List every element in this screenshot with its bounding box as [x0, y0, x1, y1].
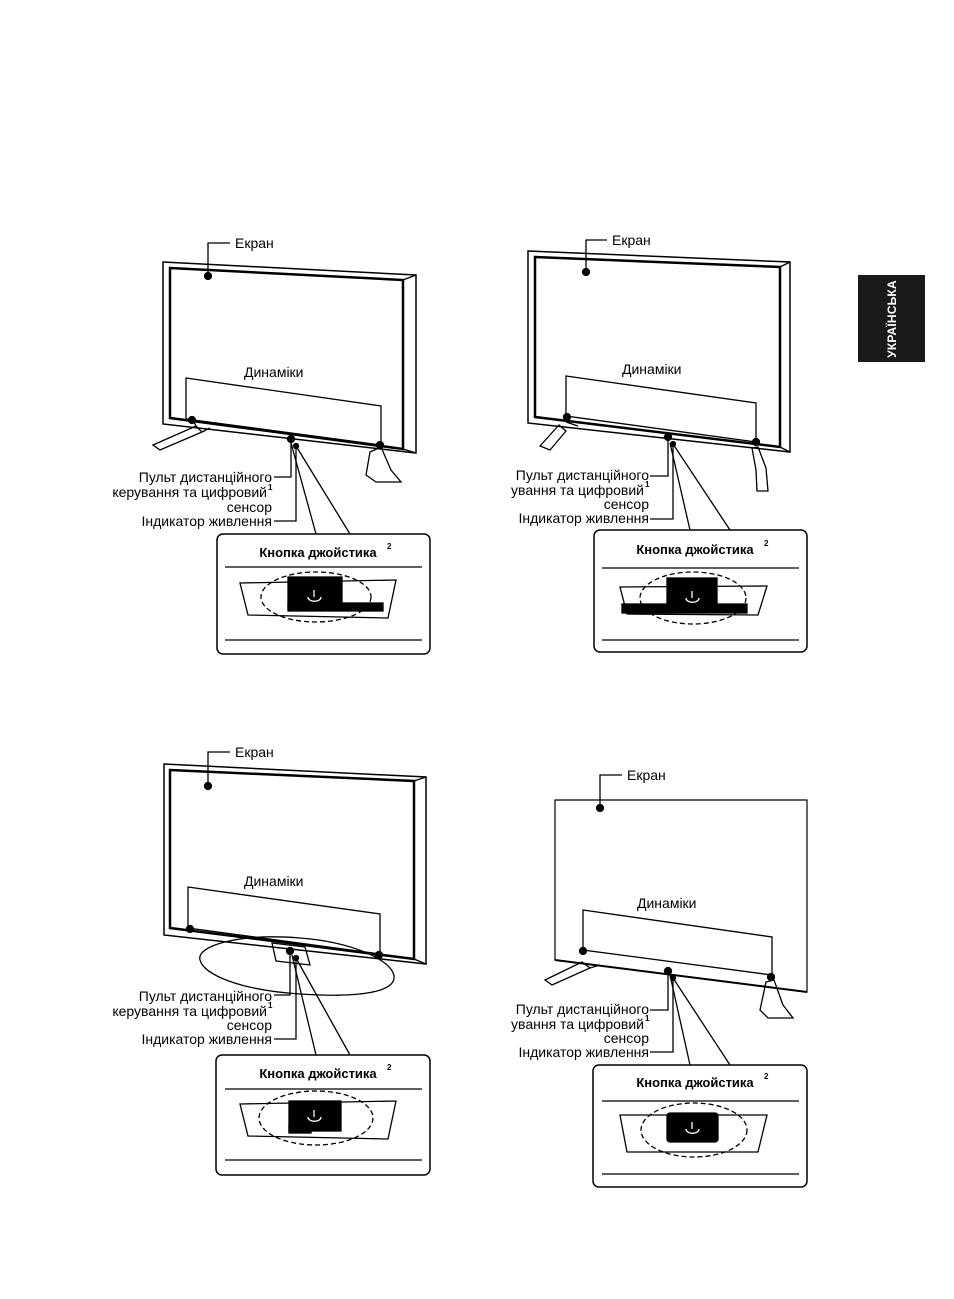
joystick-sup-2: 2 — [764, 539, 769, 548]
power-indicator-label-2: Індикатор живлення — [518, 510, 649, 526]
speakers-label-2: Динаміки — [622, 361, 682, 377]
remote-label-4c: сенсор — [604, 1030, 649, 1046]
screen-label-3: Екран — [235, 744, 274, 760]
speakers-label-1: Динаміки — [244, 364, 304, 380]
power-indicator-label-4: Індикатор живлення — [518, 1044, 649, 1060]
speaker-area-4 — [582, 909, 773, 976]
remote-label-2c: сенсор — [604, 496, 649, 512]
joystick-callout-2 — [593, 529, 808, 653]
remote-label-2a: Пульт дистанційного — [516, 467, 649, 483]
remote-label-2b: ування та цифровий — [511, 482, 644, 498]
tv-diagram-2 — [527, 239, 808, 653]
remote-sup-3: 1 — [268, 1001, 273, 1010]
stand-right-1 — [365, 446, 403, 483]
tv-diagram-4 — [543, 774, 808, 1188]
remote-label-1c: сенсор — [227, 499, 272, 515]
joystick-sup-3: 2 — [387, 1063, 392, 1072]
joystick-label-3: Кнопка джойстика — [259, 1066, 377, 1081]
remote-label-3a: Пульт дистанційного — [139, 988, 272, 1004]
stand-neck-3 — [271, 942, 311, 966]
stand-left-4 — [543, 961, 592, 986]
joystick-label-1: Кнопка джойстика — [259, 545, 377, 560]
stand-base-3 — [199, 936, 395, 996]
tv-diagram-1 — [151, 242, 431, 655]
joystick-body-3 — [239, 1100, 397, 1140]
speakers-label-4: Динаміки — [637, 895, 697, 911]
remote-label-1b: керування та цифровий — [112, 484, 267, 500]
joystick-sup-4: 2 — [764, 1072, 769, 1081]
speakers-label-3: Динаміки — [244, 873, 304, 889]
power-indicator-label-3: Індикатор живлення — [141, 1031, 272, 1047]
stand-left-2 — [538, 424, 567, 451]
tv-2 — [527, 250, 791, 492]
remote-label-1a: Пульт дистанційного — [139, 469, 272, 485]
tv-1 — [151, 261, 417, 483]
joystick-sup-1: 2 — [387, 542, 392, 551]
stand-right-2 — [751, 446, 769, 492]
remote-label-3b: керування та цифровий — [112, 1003, 267, 1019]
remote-label-3c: сенсор — [227, 1017, 272, 1033]
joystick-body-1 — [239, 579, 397, 619]
language-tab: УКРАЇНСЬКА — [858, 275, 925, 362]
joystick-callout-1 — [216, 533, 431, 655]
power-indicator-label-1: Індикатор живлення — [141, 513, 272, 529]
screen-label-2: Екран — [612, 232, 651, 248]
stand-left-1 — [151, 425, 204, 451]
screen-label-1: Екран — [235, 235, 274, 251]
tv-4 — [543, 799, 808, 1019]
speaker-area-1 — [185, 377, 382, 446]
remote-sup-2: 1 — [645, 480, 650, 489]
stand-right-4 — [759, 979, 795, 1019]
joystick-callout-3 — [215, 1054, 431, 1176]
remote-sup-1: 1 — [268, 483, 273, 492]
joystick-label-4: Кнопка джойстика — [636, 1075, 754, 1090]
screen-label-4: Екран — [627, 767, 666, 783]
remote-label-4a: Пульт дистанційного — [516, 1001, 649, 1017]
joystick-callout-4 — [592, 1064, 808, 1188]
remote-label-4b: ування та цифровий — [511, 1016, 644, 1032]
joystick-label-2: Кнопка джойстика — [636, 542, 754, 557]
remote-sup-4: 1 — [645, 1014, 650, 1023]
tv-diagram-3 — [163, 751, 431, 1176]
